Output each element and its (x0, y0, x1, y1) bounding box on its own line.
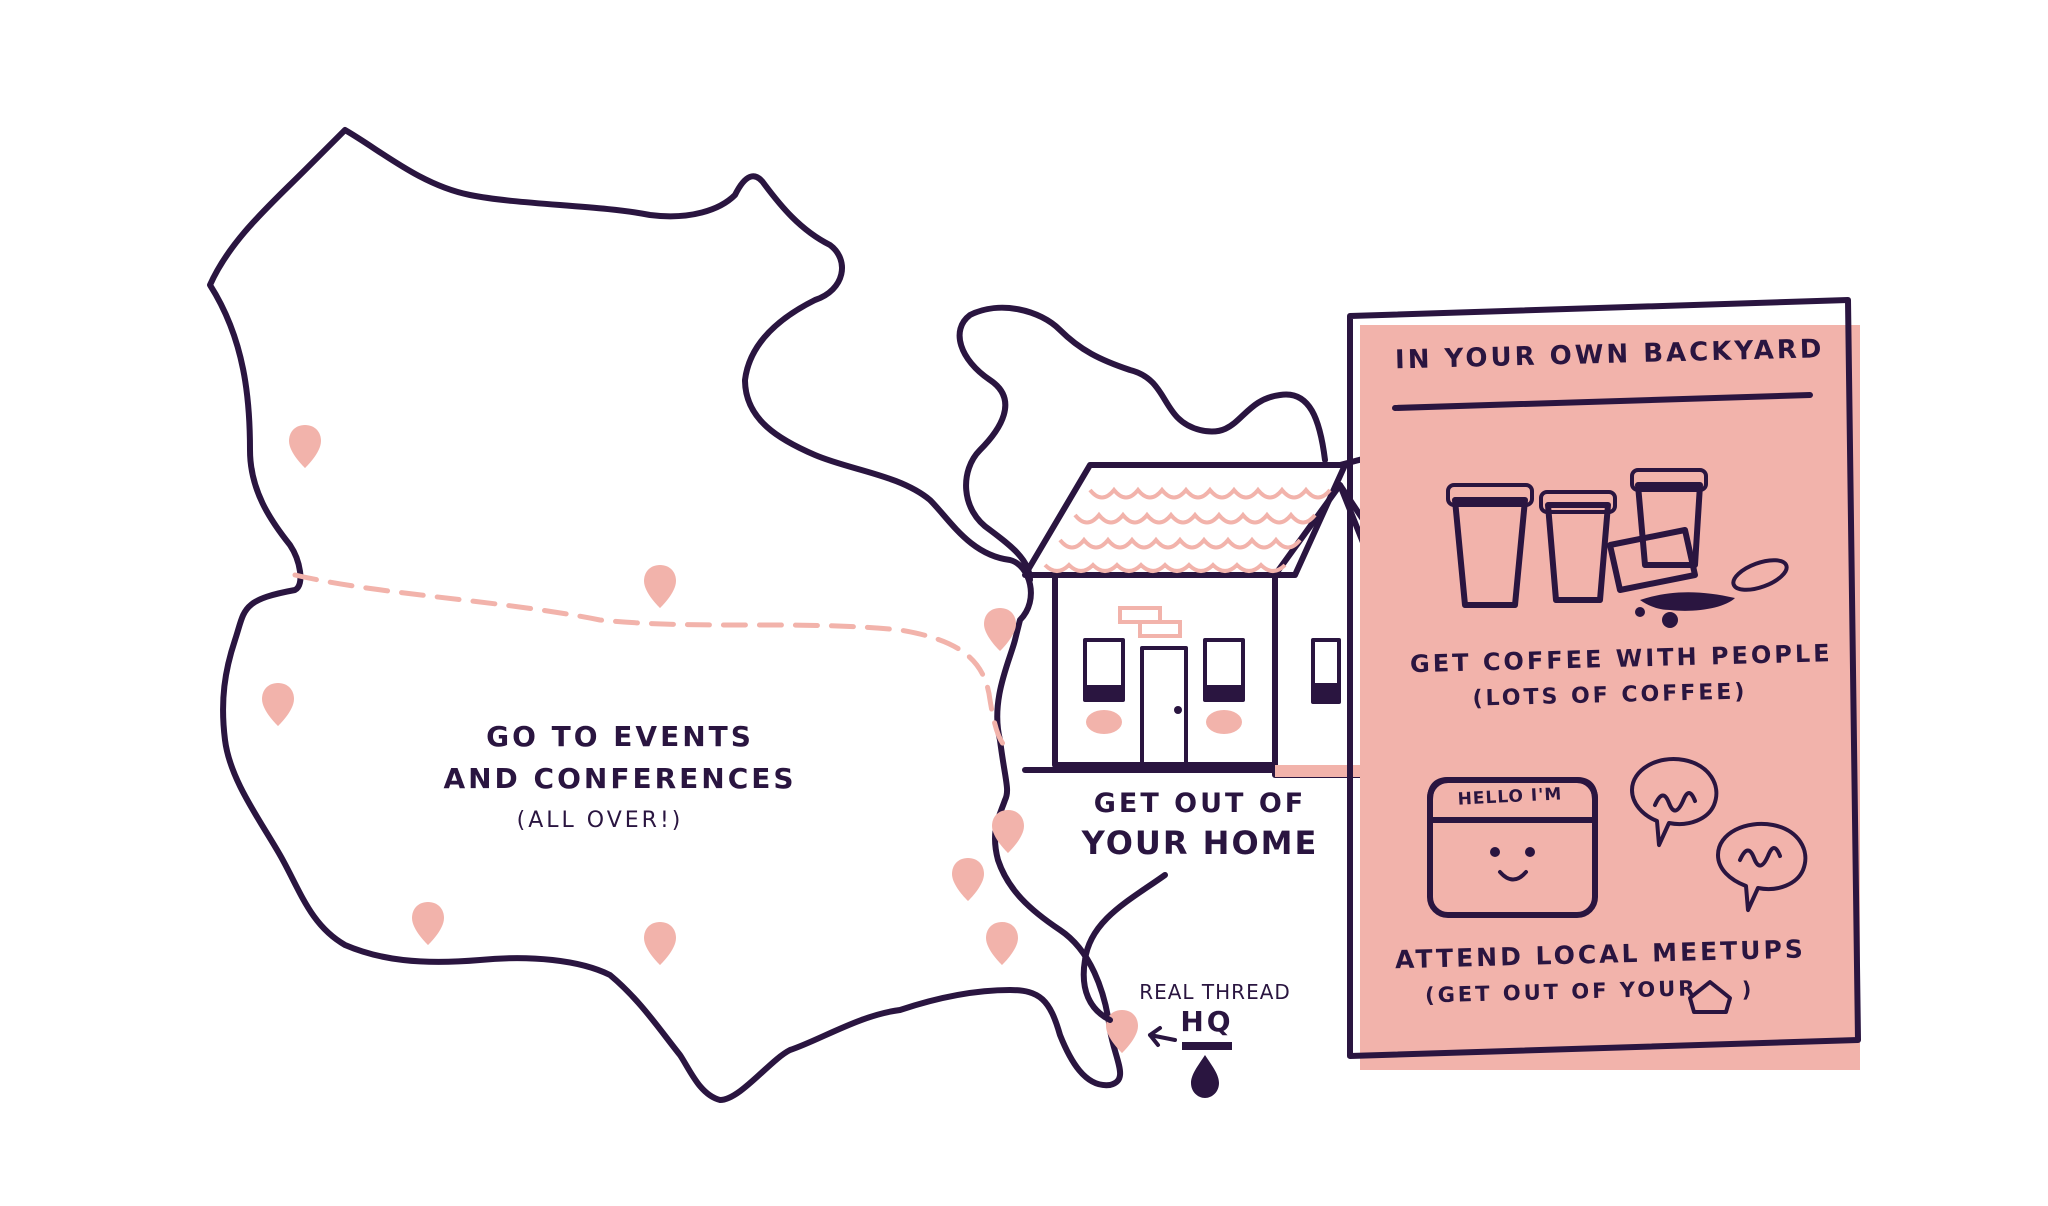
map-pin-icon (644, 565, 676, 608)
squiggle-path (956, 304, 1328, 583)
map-label-line1: GO TO EVENTS (486, 720, 754, 753)
map-pin-icon (412, 902, 444, 945)
hq-label-line1: REAL THREAD (1139, 980, 1291, 1004)
map-pin-icon (262, 683, 294, 726)
house-label-line1: GET OUT OF (1093, 788, 1307, 819)
house-label-line2: YOUR HOME (1081, 824, 1319, 862)
map-pin-icon (992, 810, 1024, 853)
speech-bubble-icon (1630, 757, 1719, 847)
map-label-line3: (ALL OVER!) (516, 808, 684, 833)
hq-connector (1080, 872, 1168, 1023)
home-icon (1688, 980, 1732, 1014)
hq-label-line2: HQ (1180, 1005, 1234, 1038)
map-pin-icon (984, 608, 1016, 651)
map-pins (262, 425, 1138, 1053)
us-map-outline (207, 127, 1123, 1103)
map-pin-icon (986, 922, 1018, 965)
speech-bubble-icon (1716, 821, 1808, 912)
card-title-underline (1392, 392, 1813, 411)
arrow-icon (1148, 1026, 1177, 1047)
map-pin-icon (952, 858, 984, 901)
meetups-label-line2-end: ) (1741, 978, 1755, 1002)
map-pin-icon (1106, 1010, 1138, 1053)
map-pin-icon (644, 922, 676, 965)
card-border (1347, 297, 1861, 1059)
drop-icon (1191, 1055, 1219, 1098)
card-shadow (1360, 325, 1860, 1070)
route-dashed (292, 572, 1013, 753)
coffee-cups-icon (1446, 468, 1789, 628)
map-pin-icon (289, 425, 321, 468)
name-badge-icon (1427, 777, 1598, 918)
map-label-line2: AND CONFERENCES (443, 762, 797, 795)
